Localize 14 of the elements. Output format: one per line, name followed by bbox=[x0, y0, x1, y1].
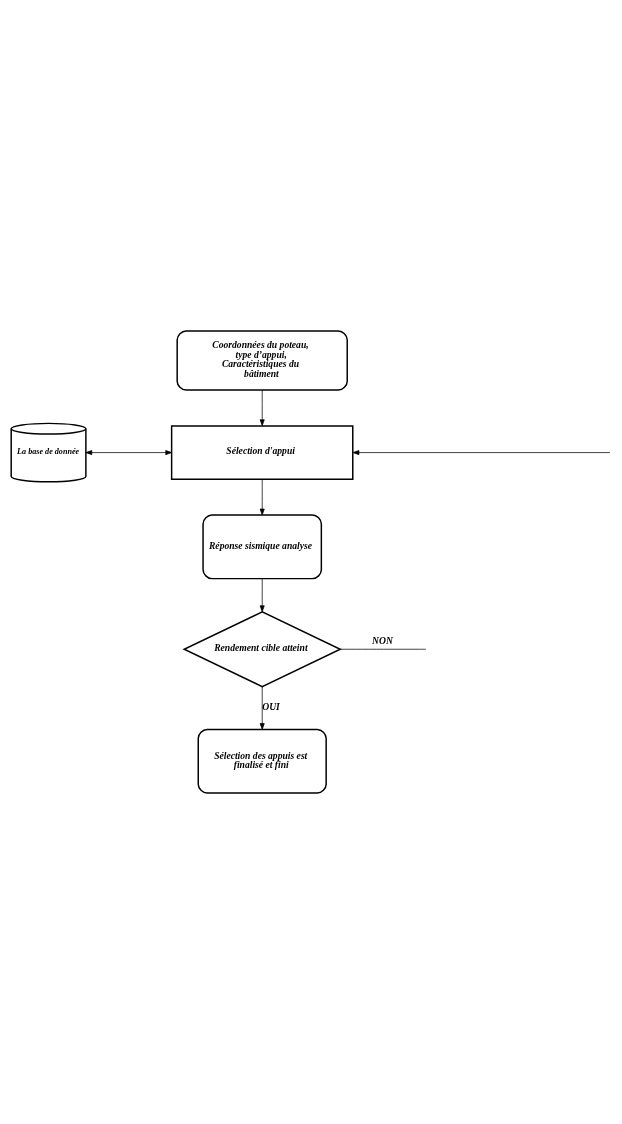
node-box: Coordonnées du poteau, type d’appui, Caractéristiques du bâtiment bbox=[176, 330, 348, 391]
arrow bbox=[259, 389, 265, 427]
node-box: Sélection des appuis est finalisé et fini bbox=[197, 728, 327, 794]
arrow bbox=[259, 578, 265, 612]
node-box: Réponse sismique analyse bbox=[202, 514, 323, 580]
node-box: Sélection d'appui bbox=[170, 425, 354, 480]
node-diamond: Rendement cible atteint bbox=[182, 611, 342, 688]
arrow bbox=[85, 450, 172, 455]
edge-label: OUI bbox=[262, 700, 280, 712]
arrow bbox=[352, 450, 611, 455]
arrow bbox=[259, 479, 265, 516]
edge-label: NON bbox=[372, 634, 393, 646]
arrow bbox=[259, 686, 265, 730]
connector bbox=[340, 648, 427, 650]
